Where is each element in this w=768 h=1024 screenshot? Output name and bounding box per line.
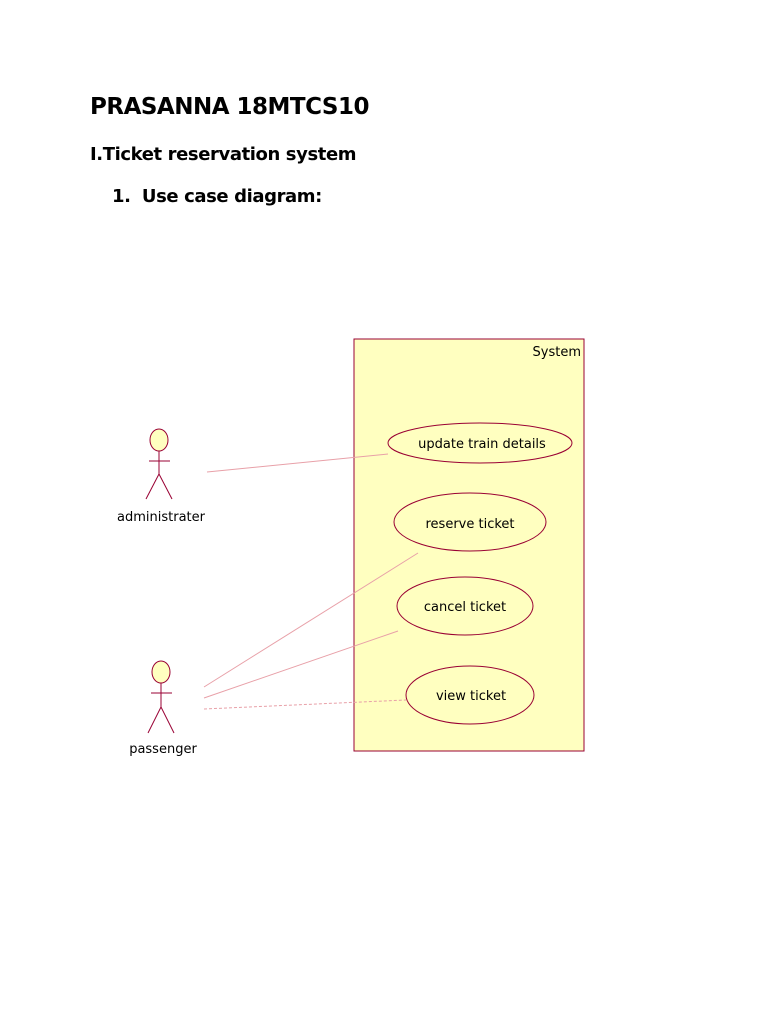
actor-administrator: administrater [117, 428, 206, 525]
system-label: System [533, 345, 581, 360]
use-case-label: cancel ticket [424, 600, 506, 615]
use-case-ellipse [405, 665, 535, 725]
use-case-label: update train details [418, 437, 546, 452]
actor-label: passenger [129, 742, 197, 757]
use-case-ellipse [393, 492, 547, 552]
use-case-label: view ticket [436, 689, 506, 704]
actor-passenger: passenger [129, 660, 197, 757]
use-case-cancel-ticket: cancel ticket [396, 576, 534, 636]
association-administrator-update [206, 453, 389, 473]
actor-right-leg [158, 473, 173, 500]
actor-right-leg [160, 706, 175, 734]
association-passenger-reserve [203, 552, 419, 688]
use-case-view-ticket: view ticket [405, 665, 535, 725]
subheading-text: Use case diagram: [141, 186, 322, 207]
subheading-number: 1. [112, 186, 131, 207]
actor-label: administrater [117, 510, 206, 525]
use-case-ellipse [396, 576, 534, 636]
section-heading: I.Ticket reservation system [90, 144, 357, 165]
document-title: PRASANNA 18MTCS10 [90, 94, 370, 120]
actor-left-leg [147, 706, 162, 734]
actor-left-leg [145, 473, 160, 500]
use-case-label: reserve ticket [425, 517, 514, 532]
use-case-reserve-ticket: reserve ticket [393, 492, 547, 552]
association-passenger-cancel [203, 630, 399, 699]
use-case-ellipse [387, 422, 573, 464]
actor-head [151, 660, 171, 684]
association-passenger-view [203, 699, 407, 710]
subheading: 1. Use case diagram: [112, 186, 322, 207]
use-case-update-train-details: update train details [387, 422, 573, 464]
actor-head [149, 428, 169, 452]
